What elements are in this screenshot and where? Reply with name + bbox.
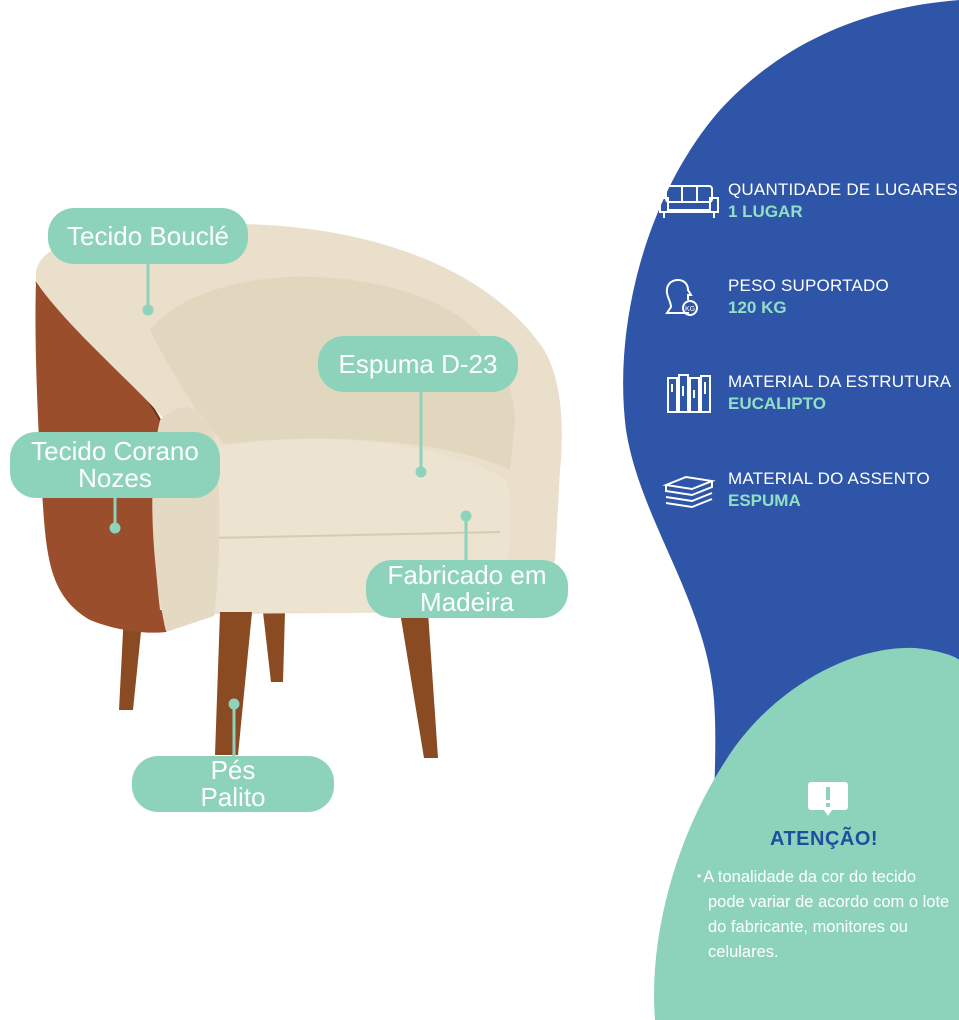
mint-attention-panel bbox=[654, 647, 959, 1020]
callout-fabricado-madeira: Fabricado em Madeira bbox=[366, 560, 568, 618]
svg-text:KG: KG bbox=[685, 306, 695, 313]
chair-leg-front-right bbox=[400, 612, 438, 758]
weight-person-icon: KG bbox=[665, 279, 698, 316]
alert-bubble-icon bbox=[808, 782, 848, 816]
attention-first-line: A tonalidade da cor do tecido bbox=[703, 868, 917, 886]
attention-title: ATENÇÃO! bbox=[770, 828, 879, 850]
chair-leg-back-right bbox=[263, 612, 285, 682]
callout-espuma: Espuma D-23 bbox=[318, 336, 518, 392]
callout-pes-palito: Pés Palito bbox=[132, 756, 334, 812]
attention-rest: pode variar de acordo com o lote do fabr… bbox=[708, 893, 950, 961]
spec-quantidade-lugares: QUANTIDADE DE LUGARES 1 LUGAR bbox=[656, 180, 959, 236]
spec-material-estrutura: MATERIAL DA ESTRUTURA EUCALIPTO bbox=[656, 372, 959, 428]
chair-leg-front-left bbox=[215, 612, 252, 755]
callout-tecido-boucle: Tecido Bouclé bbox=[48, 208, 248, 264]
sofa-icon bbox=[659, 185, 719, 218]
spec-label: PESO SUPORTADO bbox=[728, 276, 889, 295]
chair-leg-back-left bbox=[119, 612, 143, 710]
spec-label: QUANTIDADE DE LUGARES bbox=[728, 180, 958, 199]
spec-value: EUCALIPTO bbox=[728, 394, 826, 413]
attention-text: •A tonalidade da cor do tecido pode vari… bbox=[697, 864, 959, 965]
spec-value: ESPUMA bbox=[728, 491, 801, 510]
bullet-dot: • bbox=[697, 869, 702, 883]
spec-material-assento: MATERIAL DO ASSENTO ESPUMA bbox=[656, 469, 959, 525]
spec-label: MATERIAL DA ESTRUTURA bbox=[728, 372, 952, 391]
callout-connectors bbox=[109, 262, 472, 756]
callout-tecido-corano: Tecido Corano Nozes bbox=[10, 432, 220, 498]
spec-value: 120 KG bbox=[728, 298, 787, 317]
foam-layers-icon bbox=[662, 475, 716, 509]
spec-label: MATERIAL DO ASSENTO bbox=[728, 469, 930, 488]
spec-peso-suportado: KG PESO SUPORTADO 120 KG bbox=[656, 276, 959, 332]
wood-planks-icon bbox=[667, 374, 711, 413]
spec-value: 1 LUGAR bbox=[728, 202, 803, 221]
